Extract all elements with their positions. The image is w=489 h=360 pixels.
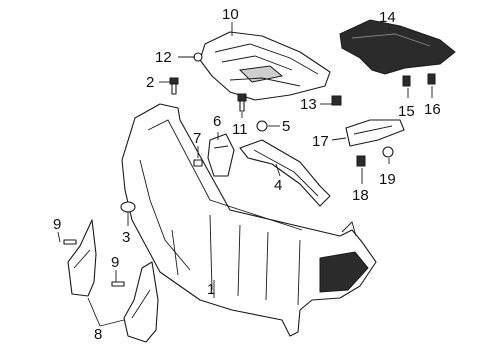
grommet-19 [382,146,394,158]
callouts: 1 2 3 4 5 6 7 8 9 9 10 11 12 13 14 15 16… [53,6,441,343]
callout-14: 14 [379,9,396,26]
upper-splash-shield [199,31,331,101]
lower-splash-shield [339,19,456,75]
clip-5 [256,120,268,132]
callout-7: 7 [193,130,201,147]
air-guide-right [123,261,159,343]
nut-13 [331,95,342,106]
callout-10: 10 [222,6,239,23]
callout-8: 8 [94,326,102,343]
leader-lines [57,22,433,327]
clip-18 [356,155,366,167]
bolt-11 [237,93,247,112]
callout-12: 12 [155,49,172,66]
bolt-7 [193,159,203,167]
callout-9-lower: 9 [111,254,119,271]
tie-bar [239,139,331,207]
callout-13: 13 [300,96,317,113]
callout-4: 4 [274,177,282,194]
callout-16: 16 [424,101,441,118]
bolt-2 [169,77,179,95]
callout-18: 18 [352,187,369,204]
grommet [120,201,136,213]
bracket [207,133,235,177]
callout-15: 15 [398,103,415,120]
callout-3: 3 [122,229,130,246]
callout-11: 11 [232,121,248,138]
clip-12 [193,52,203,62]
callout-19: 19 [379,171,396,188]
bolt-9-upper [63,239,77,245]
deflector [345,119,405,147]
air-guide-left [67,219,97,297]
clip-15 [402,75,411,87]
bolt-9-lower [111,281,125,287]
callout-9-upper: 9 [53,216,61,233]
callout-17: 17 [312,133,329,150]
callout-6: 6 [213,113,221,130]
clip-16 [427,73,436,85]
callout-5: 5 [282,118,290,135]
callout-2: 2 [146,74,154,91]
radiator-support [121,103,377,337]
callout-1: 1 [207,281,215,298]
